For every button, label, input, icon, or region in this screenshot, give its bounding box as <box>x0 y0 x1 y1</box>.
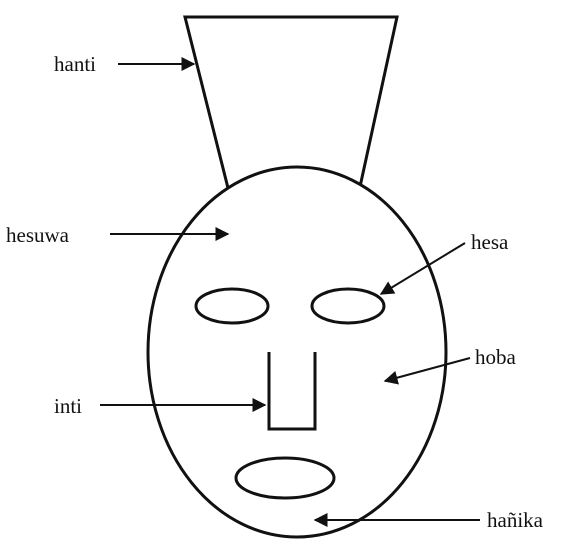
label-hoba: hoba <box>475 345 517 369</box>
label-inti: inti <box>54 394 82 418</box>
label-hesa: hesa <box>471 230 509 254</box>
label-hanika: hañika <box>487 508 544 532</box>
face-outline <box>148 167 446 537</box>
label-hesuwa: hesuwa <box>6 223 70 247</box>
label-hanti: hanti <box>54 52 96 76</box>
